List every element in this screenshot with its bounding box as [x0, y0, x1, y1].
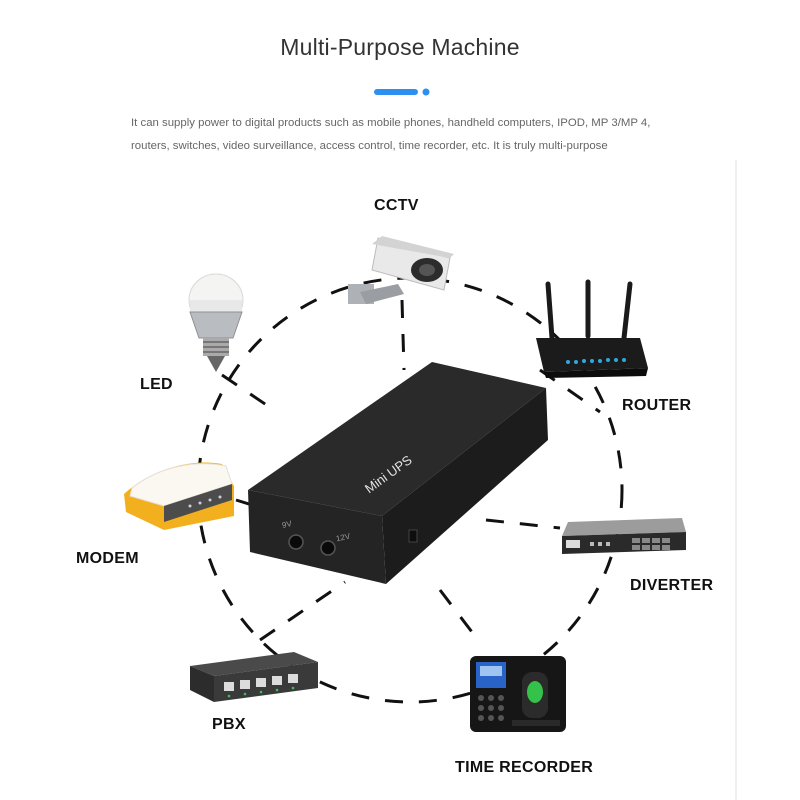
description-line-2: routers, switches, video surveillance, a… — [131, 140, 608, 152]
spoke-time — [438, 589, 480, 641]
label-cctv: CCTV — [374, 197, 419, 214]
label-time-recorder: TIME RECORDER — [455, 759, 594, 776]
time-recorder-icon — [470, 656, 566, 732]
mini-ups-device — [248, 362, 548, 584]
router-icon — [536, 279, 648, 378]
description-line-1: It can supply power to digital products … — [131, 117, 651, 129]
cctv-camera-icon — [348, 236, 454, 304]
spoke-pbx — [259, 580, 346, 642]
port-12v — [320, 540, 336, 556]
spoke-cctv — [400, 299, 406, 371]
port-9v — [288, 534, 304, 550]
page-title: Multi-Purpose Machine — [280, 34, 520, 60]
spoke-diverter — [485, 518, 561, 530]
led-bulb-icon — [188, 273, 244, 372]
label-modem: MODEM — [76, 550, 139, 567]
label-pbx: PBX — [212, 716, 246, 733]
modem-icon — [124, 462, 234, 530]
diverter-icon — [562, 518, 686, 554]
label-diverter: DIVERTER — [630, 577, 714, 594]
pbx-switch-icon — [190, 652, 318, 702]
accent-bar — [374, 88, 430, 96]
label-led: LED — [140, 376, 173, 393]
label-router: ROUTER — [622, 397, 692, 414]
spoke-led — [221, 373, 269, 408]
